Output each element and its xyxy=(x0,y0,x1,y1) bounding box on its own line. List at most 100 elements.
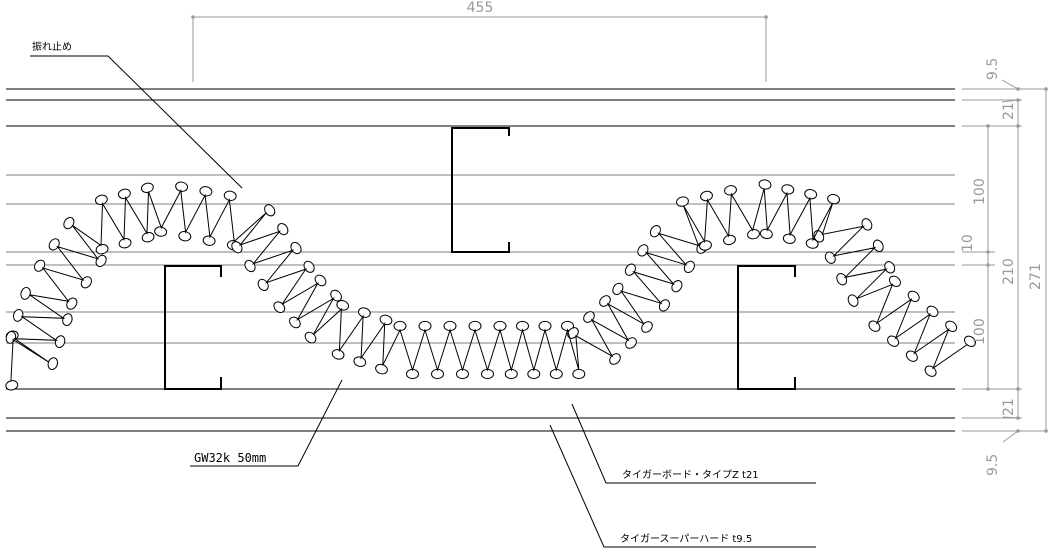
stud-upper-center xyxy=(451,127,510,253)
dimension-dot xyxy=(986,263,990,267)
dimension-dot xyxy=(764,15,768,19)
insulation-loop xyxy=(154,226,168,237)
callout-leaders xyxy=(30,55,816,548)
label-board-z: タイガーボード・タイプZ t21 xyxy=(622,469,759,481)
glass-wool-insulation xyxy=(5,179,976,391)
insulation-loop xyxy=(62,313,73,326)
insulation-loop xyxy=(95,254,107,267)
insulation-loop xyxy=(884,261,896,274)
insulation-loop xyxy=(671,280,683,293)
insulation-loop xyxy=(175,181,189,192)
insulation-loop xyxy=(700,190,713,202)
stud-lower-left xyxy=(164,265,222,390)
stud-spacing-label: 455 xyxy=(467,0,494,16)
insulation-loop xyxy=(599,295,611,307)
dim-label-inner-top: 21 xyxy=(1001,102,1017,120)
dim-label-stud-gap: 10 xyxy=(960,234,976,252)
insulation-loop xyxy=(273,301,286,314)
insulation-loop xyxy=(199,186,213,197)
insulation-loop xyxy=(95,243,109,255)
stud-lower-right xyxy=(737,265,796,390)
insulation-loop xyxy=(658,299,670,312)
dim-label-outer-top: 9.5 xyxy=(985,58,1001,80)
insulation-loop xyxy=(836,272,848,286)
insulation-loop xyxy=(624,263,636,276)
dimension-dot xyxy=(1016,387,1020,391)
leader-line xyxy=(1002,430,1019,443)
insulation-loop xyxy=(889,275,901,287)
insulation-loop xyxy=(804,189,818,200)
dimension-dot xyxy=(986,387,990,391)
dim-label-stud-lower: 100 xyxy=(972,318,988,345)
insulation-loop xyxy=(118,237,132,249)
insulation-loop xyxy=(12,309,24,322)
dim-label-total: 271 xyxy=(1028,263,1044,290)
board-lines xyxy=(6,88,955,432)
label-super-hard: タイガースーパーハード t9.5 xyxy=(620,533,752,545)
dimension-dot xyxy=(1016,87,1020,91)
label-glass-wool: GW32k 50mm xyxy=(194,451,266,465)
insulation-loop xyxy=(824,251,836,264)
insulation-loop xyxy=(781,184,795,195)
thickness-dimensions xyxy=(962,79,1048,443)
insulation-loop xyxy=(353,356,367,367)
insulation-loop xyxy=(724,185,737,196)
insulation-loop xyxy=(47,357,59,370)
insulation-loop xyxy=(290,241,302,255)
insulation-loop xyxy=(827,193,841,205)
dimension-dot xyxy=(1016,124,1020,128)
insulation-loop xyxy=(178,231,192,242)
dimension-dot xyxy=(1016,98,1020,102)
insulation-loop xyxy=(379,314,393,326)
insulation-loop xyxy=(331,349,345,360)
insulation-loop xyxy=(872,239,884,253)
dim-label-outer-bottom: 9.5 xyxy=(985,454,1001,476)
dimension-dot xyxy=(191,15,195,19)
insulation-loop xyxy=(572,368,586,380)
insulation-loop xyxy=(649,225,661,238)
insulation-loop xyxy=(683,260,695,274)
leader-line xyxy=(1002,416,1019,419)
insulation-loop xyxy=(63,217,75,230)
dimension-dot xyxy=(1016,429,1020,433)
insulation-loop xyxy=(358,307,371,318)
insulation-loop xyxy=(289,316,301,329)
leader-sway-stop xyxy=(30,55,243,189)
dim-label-core: 210 xyxy=(1001,258,1017,285)
insulation-loop xyxy=(375,363,388,375)
leader-line xyxy=(1001,79,1019,90)
dimension-dot xyxy=(1016,416,1020,420)
dimension-dot xyxy=(1044,429,1048,433)
dimension-dot xyxy=(1044,87,1048,91)
insulation-loop xyxy=(117,188,131,200)
studs xyxy=(164,127,796,390)
insulation-loop xyxy=(141,231,155,243)
insulation-loop xyxy=(244,259,256,273)
insulation-loop xyxy=(641,321,653,333)
insulation-loop xyxy=(264,204,276,217)
dim-label-inner-bottom: 21 xyxy=(1001,398,1017,416)
dimension-dot xyxy=(986,250,990,254)
insulation-loop xyxy=(54,335,66,348)
insulation-loop xyxy=(847,294,859,307)
dim-label-stud-upper: 100 xyxy=(972,178,988,205)
leader-glass-wool xyxy=(190,379,343,467)
leader-board-z xyxy=(571,403,816,484)
insulation-loop xyxy=(747,229,760,240)
insulation-loop xyxy=(223,190,237,201)
insulation-loop xyxy=(723,234,736,246)
insulation-zigzag xyxy=(10,188,968,382)
insulation-loop xyxy=(202,235,216,246)
insulation-loop xyxy=(609,353,621,365)
insulation-loop xyxy=(676,196,689,207)
dimension-dot xyxy=(986,124,990,128)
insulation-loop xyxy=(637,244,649,257)
leader-line xyxy=(1001,99,1019,103)
insulation-loop xyxy=(625,337,637,349)
insulation-loop xyxy=(140,182,154,194)
insulation-loop xyxy=(758,179,772,190)
label-sway-stop: 振れ止め xyxy=(32,40,72,53)
insulation-loop xyxy=(314,274,327,287)
insulation-loop xyxy=(20,287,31,300)
